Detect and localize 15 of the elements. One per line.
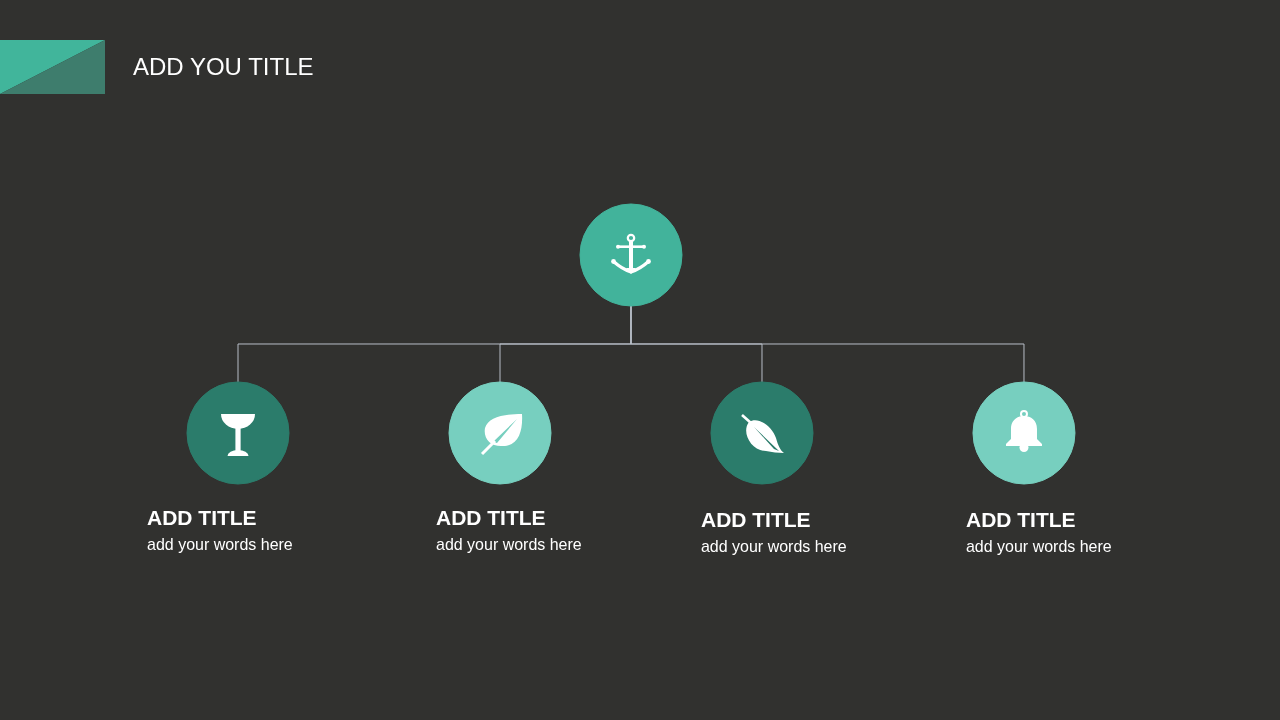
slide-title: ADD YOU TITLE <box>133 53 314 81</box>
node-description: add your words here <box>701 538 847 555</box>
circle-node <box>972 381 1076 485</box>
node-title: ADD TITLE <box>701 508 811 531</box>
circle-node <box>579 203 683 307</box>
node-title: ADD TITLE <box>147 506 257 529</box>
node-description: add your words here <box>966 538 1112 555</box>
node-title: ADD TITLE <box>436 506 546 529</box>
node-title: ADD TITLE <box>966 508 1076 531</box>
circle-node <box>186 381 290 485</box>
node-description: add your words here <box>147 536 293 553</box>
circle-node <box>448 381 552 485</box>
node-description: add your words here <box>436 536 582 553</box>
connector-line <box>630 305 1025 383</box>
circle-node <box>710 381 814 485</box>
